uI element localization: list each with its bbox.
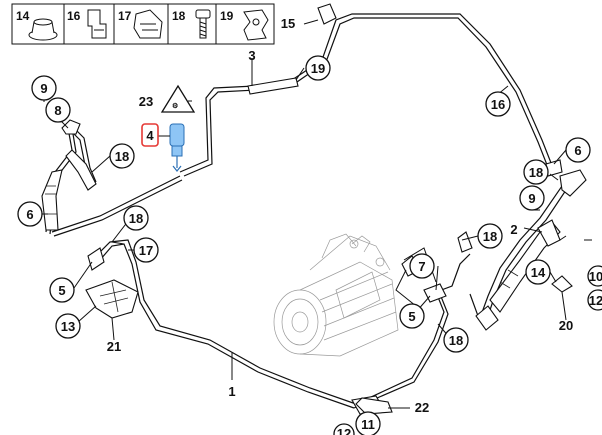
callout-label: 16 [491, 97, 505, 112]
callout-16[interactable]: 16 [485, 91, 511, 117]
callout-10-edge[interactable]: 10 [587, 265, 602, 287]
callout-label: 23 [139, 94, 153, 109]
callout-label: 4 [146, 128, 154, 143]
callout-18-right-mid[interactable]: 18 [477, 223, 503, 249]
callout-label: 6 [26, 207, 33, 222]
callout-14[interactable]: 14 [525, 259, 551, 285]
callout-18-lower-left[interactable]: 18 [123, 205, 149, 231]
callout-label: 3 [248, 48, 255, 63]
callout-label: 6 [574, 143, 581, 158]
callout-label: 10 [589, 269, 602, 284]
strip-number-19: 19 [220, 9, 234, 23]
callout-13[interactable]: 13 [55, 313, 81, 339]
callout-label: 5 [58, 283, 65, 298]
strip-number-16: 16 [67, 9, 81, 23]
callout-label: 9 [528, 191, 535, 206]
callout-22[interactable]: 22 [415, 400, 429, 415]
callout-label: 1 [228, 384, 235, 399]
callout-label: 19 [311, 61, 325, 76]
callout-label: 5 [408, 309, 415, 324]
callout-5-left[interactable]: 5 [49, 277, 75, 303]
callout-label: 12 [337, 426, 351, 435]
callout-label: 8 [54, 103, 61, 118]
clip-icon [87, 9, 107, 39]
callout-label: 18 [115, 149, 129, 164]
callout-label: 15 [281, 16, 295, 31]
callout-21[interactable]: 21 [107, 339, 121, 354]
callouts: 9 8 18 6 23 4 3 19 15 [17, 16, 602, 435]
callout-label: 18 [529, 165, 543, 180]
callout-5-right[interactable]: 5 [399, 303, 425, 329]
callout-18-left[interactable]: 18 [109, 143, 135, 169]
callout-label: 2 [510, 222, 517, 237]
callout-label: 20 [559, 318, 573, 333]
pressure-sensor [169, 123, 185, 172]
callout-20[interactable]: 20 [559, 318, 573, 333]
strip-number-17: 17 [118, 9, 132, 23]
callout-11[interactable]: 11 [355, 411, 381, 435]
callout-label: 18 [129, 211, 143, 226]
warning-triangle-icon: ⚙ [160, 84, 196, 113]
callout-label: 21 [107, 339, 121, 354]
callout-23[interactable]: 23 [139, 94, 153, 109]
callout-17[interactable]: 17 [133, 237, 159, 263]
svg-text:⚙: ⚙ [172, 102, 178, 110]
compressor [273, 233, 399, 357]
callout-label: 9 [40, 81, 47, 96]
bracket-icon [133, 9, 163, 39]
callout-7[interactable]: 7 [409, 253, 435, 279]
callout-18-compressor[interactable]: 18 [443, 327, 469, 353]
cap-icon [28, 18, 58, 41]
callout-9-left[interactable]: 9 [31, 75, 57, 101]
parts-strip: 14 16 17 18 19 [11, 3, 275, 45]
callout-6-right[interactable]: 6 [565, 137, 591, 163]
holder-icon [243, 9, 269, 41]
callout-label: 12 [589, 293, 602, 308]
callout-19[interactable]: 19 [305, 55, 331, 81]
callout-label: 11 [361, 417, 375, 432]
callout-6-left[interactable]: 6 [17, 201, 43, 227]
callout-12-edge[interactable]: 12 [587, 289, 602, 311]
hose-segments [41, 3, 587, 415]
strip-number-18: 18 [172, 9, 186, 23]
bracket-21 [85, 279, 139, 319]
callout-12-bottom[interactable]: 12 [333, 423, 355, 435]
callout-2[interactable]: 2 [510, 222, 517, 237]
screw-icon [195, 9, 211, 39]
callout-label: 18 [483, 229, 497, 244]
callout-9-right[interactable]: 9 [519, 185, 545, 211]
callout-3[interactable]: 3 [248, 48, 255, 63]
callout-label: 13 [61, 319, 75, 334]
callout-label: 7 [418, 259, 425, 274]
callout-4-highlighted[interactable]: 4 [141, 123, 159, 147]
callout-label: 14 [531, 265, 546, 280]
callout-label: 18 [449, 333, 463, 348]
callout-15[interactable]: 15 [281, 16, 295, 31]
strip-number-14: 14 [16, 9, 30, 23]
callout-label: 17 [139, 243, 153, 258]
callout-label: 22 [415, 400, 429, 415]
callout-18-right-top[interactable]: 18 [523, 159, 549, 185]
callout-1[interactable]: 1 [228, 384, 235, 399]
callout-8[interactable]: 8 [45, 97, 71, 123]
